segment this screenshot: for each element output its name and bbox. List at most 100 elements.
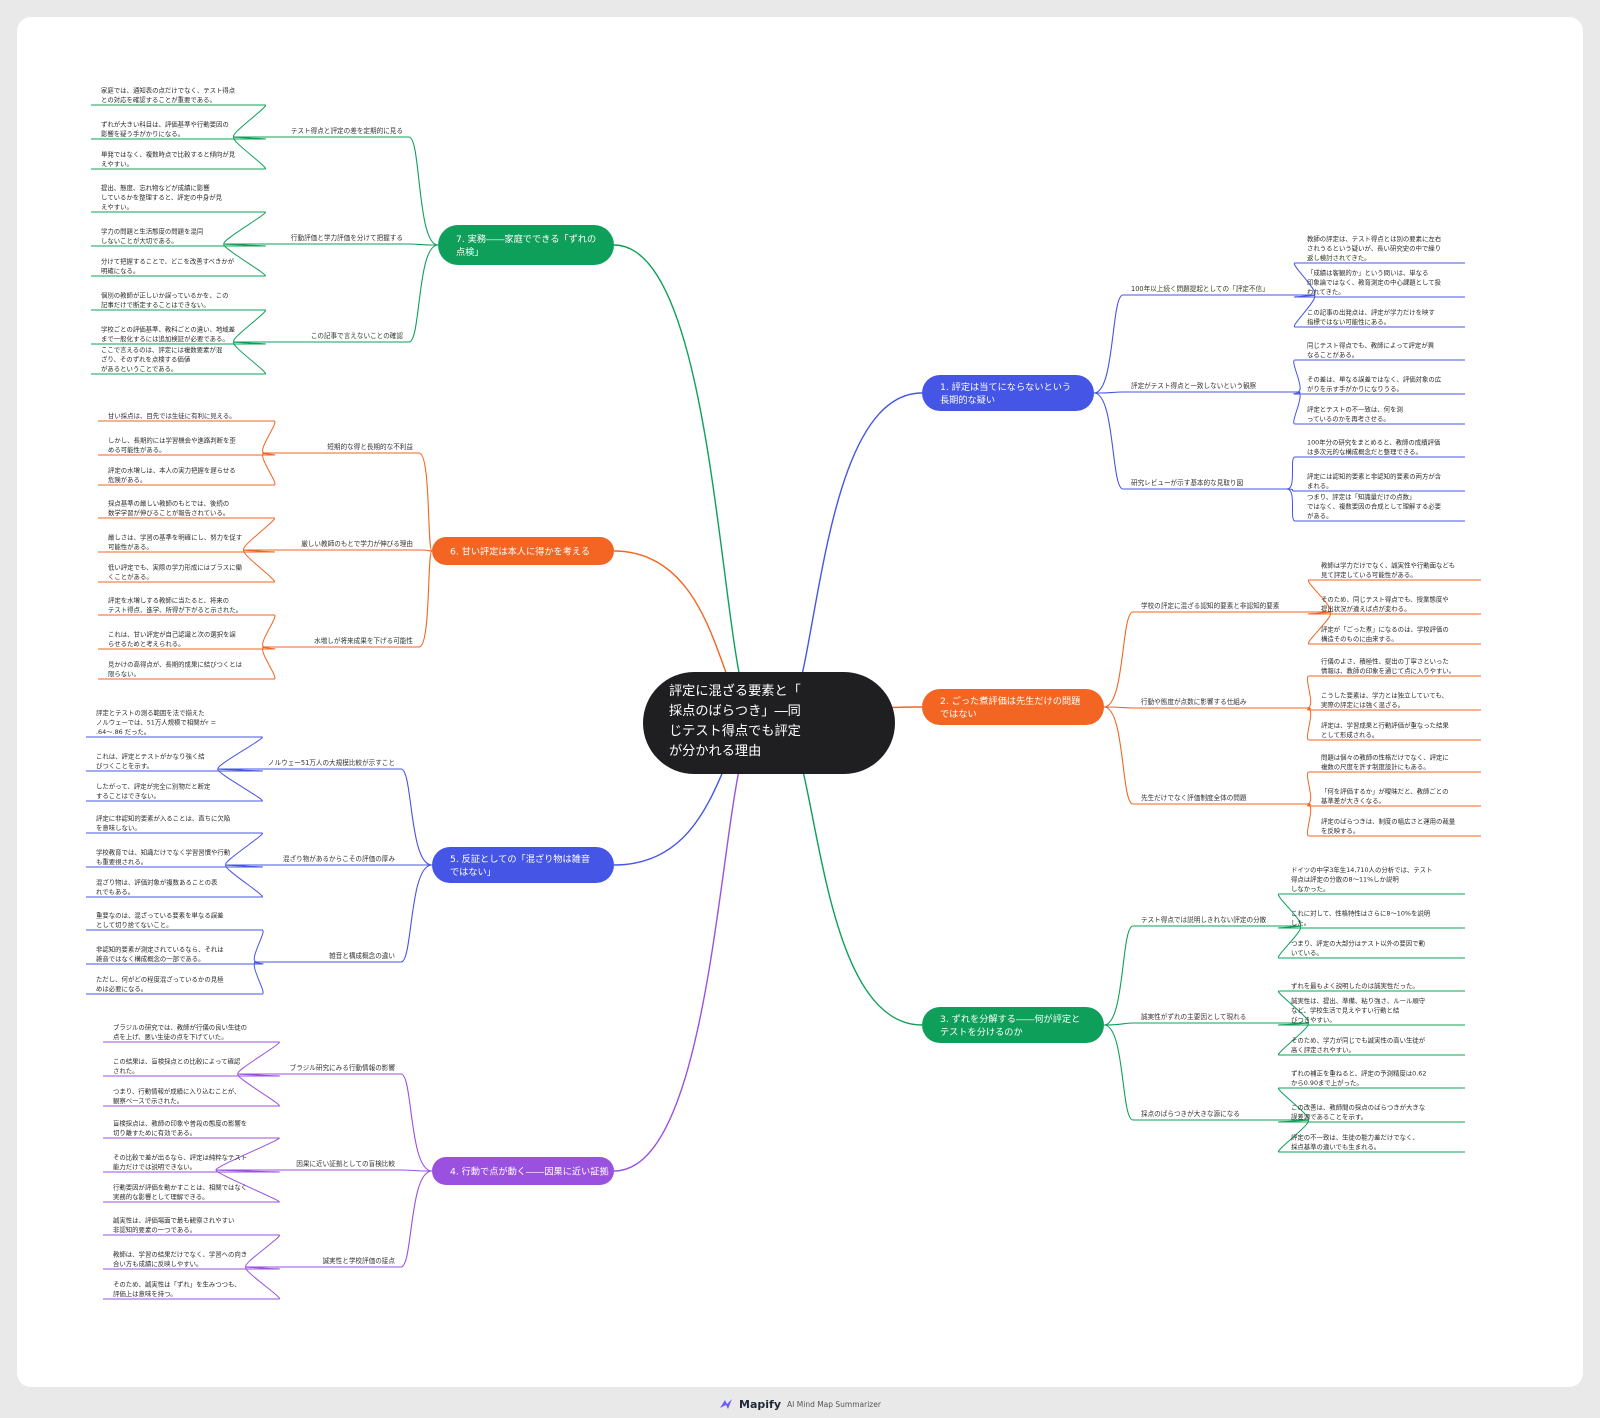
sub-topic[interactable]: 100年以上続く問題提起としての「評定不信」 [1131,284,1269,293]
leaf-item[interactable]: その比較で差が出るなら、評定は純粋なテスト能力だけでは説明できない。 [113,1153,247,1172]
sub-topic[interactable]: 先生だけでなく評価制度全体の問題 [1141,793,1247,802]
mind-map-canvas[interactable]: 1. 評定は当てにならないという長期的な疑い 100年以上続く問題提起としての「評… [17,17,1583,1387]
branch-node[interactable]: 2. ごった煮評価は先生だけの問題ではない [922,689,1104,725]
leaf-item[interactable]: 単発ではなく、複数時点で比較すると傾向が見えやすい。 [101,150,236,169]
sub-topic[interactable]: 誠実性がずれの主要因として現れる [1141,1012,1246,1021]
leaf-item[interactable]: 誠実性は、提出、準備、粘り強さ、ルール順守など、学校生活で見えやすい行動と結びつ… [1291,996,1426,1024]
leaf-item[interactable]: 混ざり物は、評価対象が複数あることの表れでもある。 [96,878,218,897]
leaf-item[interactable]: ここで言えるのは、評定には複数要素が混ざり、そのずれを点検する価値があるというこ… [101,345,223,373]
leaf-item[interactable]: ドイツの中学3年生14,710人の分析では、テスト得点は評定の分散の8〜11%し… [1291,865,1432,893]
leaf-item[interactable]: 評定とテストの不一致は、何を測っているのかを再考させる。 [1307,405,1403,424]
leaf-item[interactable]: ブラジルの研究では、教師が行儀の良い生徒の点を上げ、悪い生徒の点を下げていた。 [113,1023,247,1042]
leaf-item[interactable]: 問題は個々の教師の性格だけでなく、評定に複数の尺度を許す制度設計にもある。 [1321,753,1449,772]
leaf-item[interactable]: この改善は、教師間の採点のばらつきが大きな誤差源であることを示す。 [1291,1103,1425,1122]
sub-topic[interactable]: テスト得点と評定の差を定期的に見る [291,126,403,135]
sub-topic[interactable]: 評定がテスト得点と一致しないという観察 [1131,381,1257,390]
leaf-item[interactable]: こうした要素は、学力とは独立していても、実際の評定には強く混ざる。 [1321,691,1448,710]
leaf-item[interactable]: 学校教育では、知識だけでなく学習習慣や行動も重要視される。 [96,848,230,867]
sub-topic[interactable]: 因果に近い証拠としての盲検比較 [296,1159,395,1168]
sub-topic[interactable]: 研究レビューが示す基本的な見取り図 [1131,478,1243,487]
sub-topic[interactable]: この記事で言えないことの確認 [311,331,404,340]
leaf-item[interactable]: これに対して、性格特性はさらに8〜10%を説明した。 [1291,909,1430,928]
leaf-item[interactable]: その差は、単なる誤差ではなく、評価対象の広がりを示す手がかりになりうる。 [1307,375,1442,394]
sub-topic[interactable]: 行動や態度が点数に影響する仕組み [1141,697,1247,706]
sub-topic[interactable]: 水増しが将来成果を下げる可能性 [314,636,413,645]
leaf-item[interactable]: 評定の不一致は、生徒の能力差だけでなく、採点基準の違いでも生まれる。 [1291,1133,1419,1152]
leaf-item[interactable]: 評定に非認知的要素が入ることは、直ちに欠陥を意味しない。 [96,814,230,833]
leaf-item[interactable]: ただし、何がどの程度混ざっているかの見極めは必要になる。 [96,975,224,994]
leaf-item[interactable]: 見かけの高得点が、長期的成果に結びつくとは限らない。 [108,660,243,679]
leaf-item[interactable]: 個別の教師が正しいか誤っているかを、この記事だけで断定することはできない。 [101,291,229,310]
leaf-item[interactable]: ずれが大きい科目は、評価基準や行動要因の影響を疑う手がかりになる。 [101,120,229,139]
leaf-item[interactable]: これは、評定とテストがかなり強く結びつくことを示す。 [96,752,205,771]
leaf-item[interactable]: そのため、学力が同じでも誠実性の高い生徒が高く評定されやすい。 [1291,1036,1426,1055]
leaf-item[interactable]: つまり、行動情報が成績に入り込むことが、観察ベースで示された。 [113,1087,240,1106]
leaf-item[interactable]: 低い評定でも、実際の学力形成にはプラスに働くことがある。 [108,563,242,582]
leaf-item[interactable]: 評定のばらつきは、制度の幅広さと運用の裁量を反映する。 [1321,817,1456,836]
sub-topic[interactable]: 行動評価と学力評価を分けて把握する [291,233,403,242]
leaf-item[interactable]: 教師の評定は、テスト得点とは別の要素に左右されうるという疑いが、長い研究史の中で… [1307,234,1441,262]
leaf-item[interactable]: 学校ごとの評価基準、教科ごとの違い、地域差まで一般化するには追加検証が必要である… [101,325,235,344]
sub-topic[interactable]: 厳しい教師のもとで学力が伸びる理由 [301,539,413,548]
sub-topic[interactable]: ブラジル研究にみる行動情報の影響 [290,1063,396,1072]
leaf-item[interactable]: ずれを最もよく説明したのは誠実性だった。 [1291,981,1419,990]
leaf-item[interactable]: 行動要因が評価を動かすことは、相関ではなく実務的な影響として理解できる。 [113,1183,247,1202]
sub-topic-label: 雑音と構成概念の違い [329,951,395,960]
leaf-item[interactable]: 評定を水増しする教師に当たると、将来のテスト得点、進学、所得が下がると示された。 [108,596,242,615]
leaf-item[interactable]: 評定の水増しは、本人の実力把握を遅らせる危険がある。 [108,466,236,485]
sub-topic[interactable]: テスト得点では説明しきれない評定の分散 [1141,915,1267,924]
leaf-item[interactable]: 厳しさは、学習の基準を明確にし、努力を促す可能性がある。 [108,533,242,552]
leaf-item[interactable]: 行儀のよさ、積極性、提出の丁寧さといった情報は、教師の印象を通じて点に入りやすい… [1321,657,1455,676]
branch-node[interactable]: 4. 行動で点が動く――因果に近い証拠 [432,1157,614,1185]
leaf-item[interactable]: 教師は学力だけでなく、誠実性や行動面なども見て評定している可能性がある。 [1321,561,1455,580]
leaf-item[interactable]: 評定は、学習成果と行動評価が重なった結果として形成される。 [1321,721,1449,740]
leaf-item[interactable]: 評定とテストの測る範囲を法で揃えたノルウェーでは、51万人規模で相関がr =.6… [96,708,216,736]
sub-connector [400,864,433,963]
leaf-text-line: された。 [113,1067,139,1075]
leaf-item[interactable]: 評定には認知的要素と非認知的要素の両方が含まれる。 [1307,472,1442,491]
leaf-item[interactable]: この結果は、盲検採点との比較によって確認された。 [113,1057,241,1076]
leaf-item[interactable]: 100年分の研究をまとめると、教師の成績評価は多次元的な構成概念だと整理できる。 [1307,438,1441,457]
leaf-item[interactable]: 学力の問題と生活態度の問題を混同しないことが大切である。 [101,227,203,246]
leaf-item[interactable]: 提出、態度、忘れ物などが成績に影響しているかを整理すると、評定の中身が見えやすい… [101,183,223,211]
branch-node[interactable]: 3. ずれを分解する――何が評定とテストを分けるのか [922,1007,1104,1043]
sub-topic[interactable]: 雑音と構成概念の違い [329,951,395,960]
leaf-item[interactable]: 家庭では、通知表の点だけでなく、テスト得点との対応を確認することが重要である。 [101,86,236,105]
leaf-item[interactable]: 教師は、学習の結果だけでなく、学習への向き合い方も成績に反映しやすい。 [113,1250,247,1269]
sub-topic[interactable]: 短期的な得と長期的な不利益 [327,442,413,451]
branch-node[interactable]: 5. 反証としての「混ざり物は雑音ではない」 [432,847,614,883]
leaf-item[interactable]: 「成績は客観的か」という問いは、単なる印象論ではなく、教育測定の中心課題として扱… [1307,268,1442,296]
leaf-item[interactable]: つまり、評定の大部分はテスト以外の要因で動いている。 [1291,939,1425,958]
leaf-item[interactable]: 重要なのは、混ざっている要素を単なる誤差として切り捨てないこと。 [96,911,224,930]
leaf-item[interactable]: 分けて把握することで、どこを改善すべきかが明確になる。 [101,257,235,276]
leaf-text-line: 評価上は意味を持つ。 [113,1289,177,1298]
branch-node[interactable]: 7. 実務――家庭でできる「ずれの点検」 [438,225,614,265]
leaf-item[interactable]: しかし、長期的には学習機会や進路判断を歪める可能性がある。 [108,436,236,455]
leaf-item[interactable]: これは、甘い評定が自己認識と次の選択を誤らせるためと考えられる。 [108,630,236,649]
leaf-item[interactable]: 評定が「ごった煮」になるのは、学校評価の構造そのものに由来する。 [1321,625,1449,644]
leaf-item[interactable]: 甘い採点は、目先では生徒に有利に見える。 [108,411,236,420]
branch-node[interactable]: 6. 甘い評定は本人に得かを考える [432,537,614,565]
sub-topic[interactable]: ノルウェー51万人の大規模比較が示すこと [268,758,395,767]
leaf-text: 学校教育では、知識だけでなく学習習慣や行動も重要視される。 [96,848,230,867]
sub-topic-label: 厳しい教師のもとで学力が伸びる理由 [301,539,413,548]
leaf-item[interactable]: 誠実性は、評価場面で最も観察されやすい非認知的要素の一つである。 [113,1216,234,1235]
leaf-item[interactable]: 同じテスト得点でも、教師によって評定が異なることがある。 [1307,341,1435,360]
sub-topic[interactable]: 学校の評定に混ざる認知的要素と非認知的要素 [1141,601,1280,610]
leaf-item[interactable]: 非認知的要素が測定されているなら、それは雑音ではなく構成概念の一部である。 [96,945,224,964]
leaf-item[interactable]: つまり、評定は「知識量だけの点数」ではなく、複数要因の合成として理解する必要があ… [1307,492,1442,520]
leaf-item[interactable]: したがって、評定が完全に別物だと断定することはできない。 [96,782,211,801]
leaf-item[interactable]: 採点基準の厳しい教師のもとでは、後続の数学学習が伸びることが報告されている。 [108,499,229,518]
leaf-item[interactable]: そのため、誠実性は「ずれ」を生みつつも、評価上は意味を持つ。 [113,1280,241,1299]
sub-topic[interactable]: 混ざり物があるからこその評価の厚み [283,854,395,863]
leaf-item[interactable]: 盲検採点は、教師の印象や普段の態度の影響を切り離すために有効である。 [113,1119,247,1138]
central-topic[interactable]: 評定に混ざる要素と「採点のばらつき」―同じテスト得点でも評定が分かれる理由 [643,672,895,774]
leaf-item[interactable]: この記事の出発点は、評定が学力だけを映す指標ではない可能性にある。 [1307,308,1435,327]
sub-topic[interactable]: 誠実性と学校評価の接点 [322,1256,395,1265]
branch-node[interactable]: 1. 評定は当てにならないという長期的な疑い [922,375,1094,411]
connectors [86,104,1481,1300]
sub-topic[interactable]: 採点のばらつきが大きな源になる [1141,1109,1240,1118]
leaf-item[interactable]: そのため、同じテスト得点でも、授業態度や提出状況が違えば点が変わる。 [1321,595,1449,614]
leaf-item[interactable]: 「何を評価するか」が曖昧だと、教師ごとの基準差が大きくなる。 [1321,787,1449,806]
